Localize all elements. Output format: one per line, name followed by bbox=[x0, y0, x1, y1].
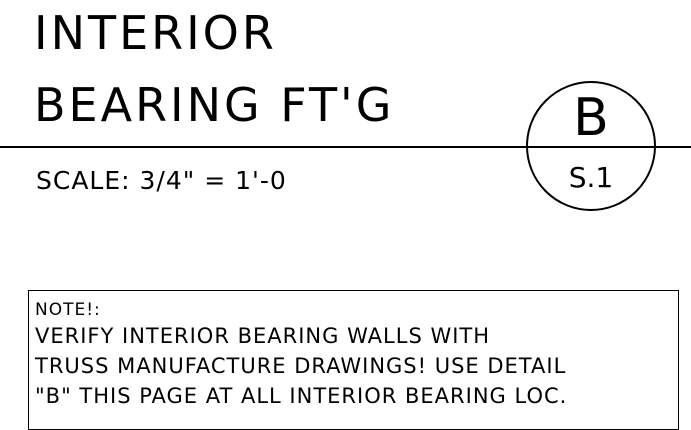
detail-callout-bubble: B S.1 bbox=[525, 80, 657, 212]
title-line-1: INTERIOR bbox=[34, 6, 277, 60]
callout-circle bbox=[526, 81, 656, 211]
title-line-2: BEARING FT'G bbox=[34, 78, 395, 132]
note-line-2: TRUSS MANUFACTURE DRAWINGS! USE DETAIL bbox=[35, 354, 567, 378]
detail-letter: B bbox=[573, 88, 609, 148]
title-underline bbox=[0, 146, 691, 148]
note-box: NOTE!: VERIFY INTERIOR BEARING WALLS WIT… bbox=[28, 290, 679, 430]
note-line-3: "B" THIS PAGE AT ALL INTERIOR BEARING LO… bbox=[35, 384, 568, 408]
note-heading: NOTE!: bbox=[35, 300, 101, 320]
sheet-number: S.1 bbox=[568, 161, 614, 194]
note-line-1: VERIFY INTERIOR BEARING WALLS WITH bbox=[35, 324, 491, 348]
scale-label: SCALE: 3/4" = 1'-0 bbox=[36, 166, 287, 195]
